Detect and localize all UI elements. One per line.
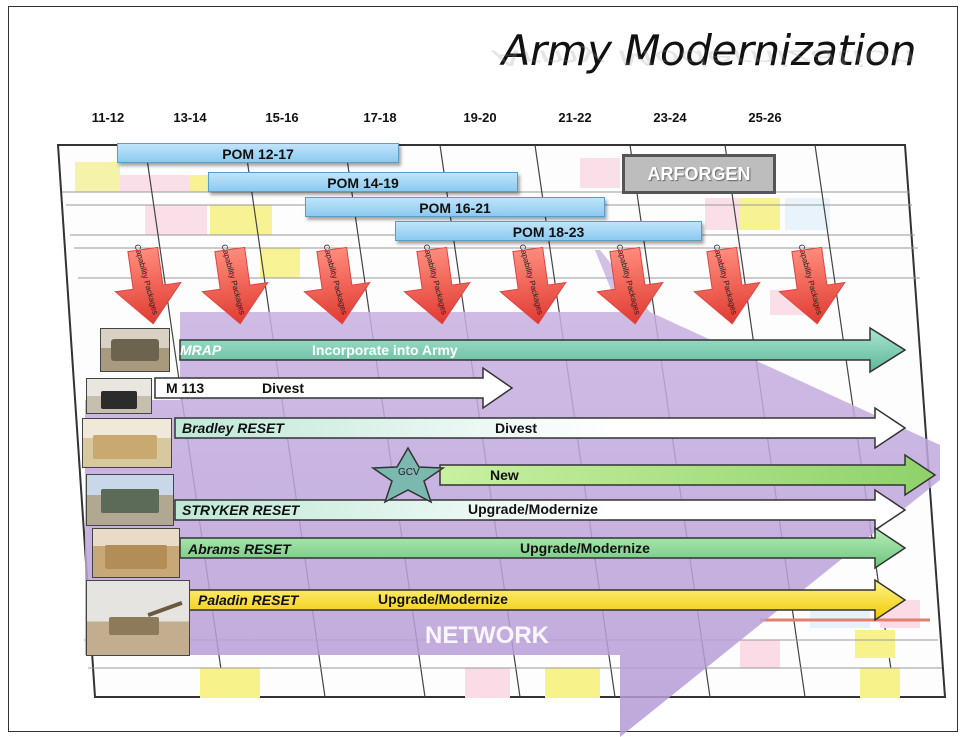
m113-label: M 113 (166, 380, 204, 396)
bradley-label: Bradley RESET (182, 420, 284, 436)
year-label: 25-26 (735, 110, 795, 125)
stryker-action: Upgrade/Modernize (468, 501, 598, 517)
year-label: 21-22 (545, 110, 605, 125)
pom-bar: POM 18-23 (395, 221, 702, 241)
arforgen-box: ARFORGEN (622, 154, 776, 194)
stryker-label: STRYKER RESET (182, 502, 299, 518)
year-label: 15-16 (252, 110, 312, 125)
pom-bar: POM 12-17 (117, 143, 399, 163)
paladin-howitzer-photo (86, 580, 190, 656)
year-label: 23-24 (640, 110, 700, 125)
year-label: 17-18 (350, 110, 410, 125)
year-label: 19-20 (450, 110, 510, 125)
bradley-action: Divest (495, 420, 537, 436)
year-label: 13-14 (160, 110, 220, 125)
slide-title-reflection: Army Modernization (493, 46, 916, 71)
bradley-vehicle-photo (82, 418, 172, 468)
abrams-label: Abrams RESET (188, 541, 291, 557)
mrap-vehicle-photo (100, 328, 170, 372)
m113-vehicle-photo (86, 378, 152, 414)
mrap-action: Incorporate into Army (312, 342, 458, 358)
abrams-tank-photo (92, 528, 180, 578)
network-label: NETWORK (425, 622, 549, 650)
year-label: 11-12 (78, 110, 138, 125)
pom-bar: POM 14-19 (208, 172, 518, 192)
paladin-action: Upgrade/Modernize (378, 591, 508, 607)
gcv-action: New (490, 467, 519, 483)
pom-bar: POM 16-21 (305, 197, 605, 217)
paladin-label: Paladin RESET (198, 592, 298, 608)
abrams-action: Upgrade/Modernize (520, 540, 650, 556)
stryker-vehicle-photo (86, 474, 174, 526)
gcv-label: GCV (398, 467, 420, 478)
m113-action: Divest (262, 380, 304, 396)
mrap-label: MRAP (180, 342, 221, 358)
